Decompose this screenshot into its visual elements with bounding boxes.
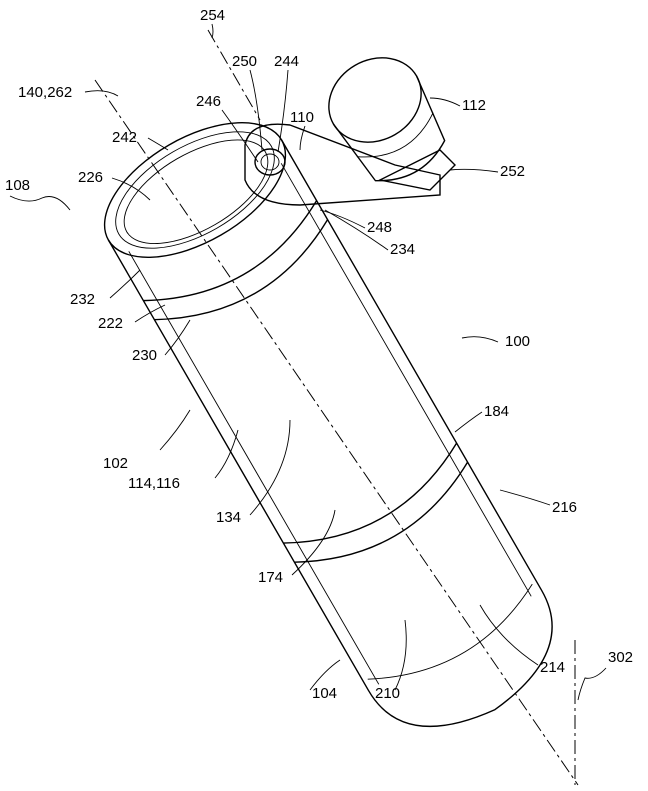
label-230: 230 (132, 347, 157, 364)
label-184: 184 (484, 403, 509, 420)
hinge-pin-250 (254, 148, 286, 176)
label-254: 254 (200, 7, 225, 24)
label-210: 210 (375, 685, 400, 702)
label-246: 246 (196, 93, 221, 110)
label-112: 112 (462, 97, 486, 114)
container-body (103, 122, 553, 728)
label-114-116: 114,116 (128, 475, 180, 492)
lid-arm (244, 123, 456, 206)
label-234: 234 (390, 241, 415, 258)
ring-band-upper (143, 200, 318, 302)
label-216: 216 (552, 499, 577, 516)
bottom-edge-210 (367, 583, 533, 680)
label-104: 104 (312, 685, 337, 702)
label-222: 222 (98, 315, 123, 332)
label-242: 242 (112, 129, 137, 146)
leader-lines (9, 23, 607, 701)
center-axis-line (94, 79, 579, 786)
ring-band-lower (154, 219, 329, 321)
label-244: 244 (274, 53, 299, 70)
label-102: 102 (103, 455, 128, 472)
band-174 (294, 461, 469, 563)
label-108: 108 (5, 177, 30, 194)
label-174: 174 (258, 569, 283, 586)
knob-112 (328, 57, 446, 182)
label-100: 100 (505, 333, 530, 350)
label-248: 248 (367, 219, 392, 236)
band-134 (283, 442, 458, 544)
axis-254-line (207, 29, 261, 121)
label-214: 214 (540, 659, 565, 676)
label-226: 226 (78, 169, 103, 186)
label-140-262: 140,262 (18, 84, 72, 101)
label-302: 302 (608, 649, 633, 666)
label-134: 134 (216, 509, 241, 526)
label-252: 252 (500, 163, 525, 180)
label-232: 232 (70, 291, 95, 308)
label-110: 110 (290, 109, 314, 126)
label-250: 250 (232, 53, 257, 70)
